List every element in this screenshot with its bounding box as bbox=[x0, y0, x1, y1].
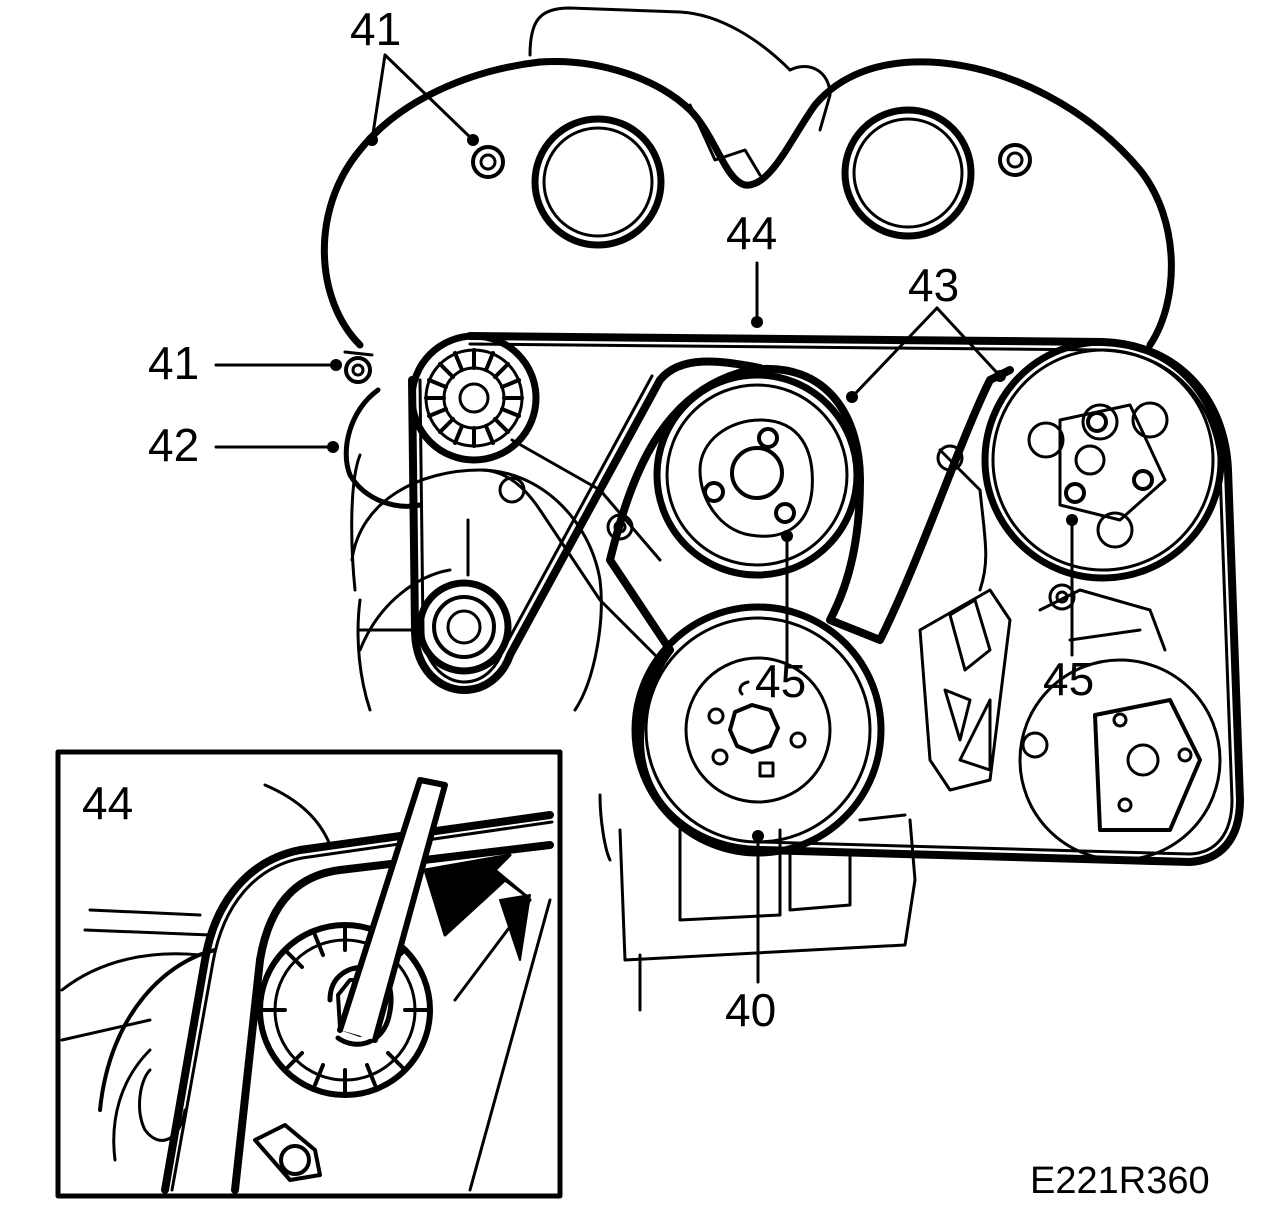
callout-41-left: 41 bbox=[148, 337, 200, 389]
cover-bolt-left bbox=[471, 145, 505, 179]
timing-cover bbox=[320, 6, 1175, 349]
idler-pulley-lower bbox=[358, 518, 512, 675]
callout-42: 42 bbox=[148, 419, 200, 471]
leader-dots bbox=[327, 134, 1078, 842]
leader-lines bbox=[214, 53, 1074, 984]
inset-detail bbox=[55, 749, 563, 1199]
serpentine-belt bbox=[408, 332, 1244, 866]
callout-45-left: 45 bbox=[755, 655, 807, 707]
callout-43: 43 bbox=[908, 259, 960, 311]
callout-40: 40 bbox=[725, 984, 777, 1036]
inset-callout-44: 44 bbox=[82, 777, 134, 829]
pulley-bolt bbox=[703, 427, 796, 524]
figure-id: E221R360 bbox=[1030, 1160, 1210, 1202]
callout-41-top: 41 bbox=[350, 3, 402, 55]
callout-45-right: 45 bbox=[1043, 653, 1095, 705]
belt-tensioner bbox=[343, 350, 423, 509]
cover-bolt-right bbox=[998, 143, 1032, 177]
callout-44: 44 bbox=[726, 207, 778, 259]
